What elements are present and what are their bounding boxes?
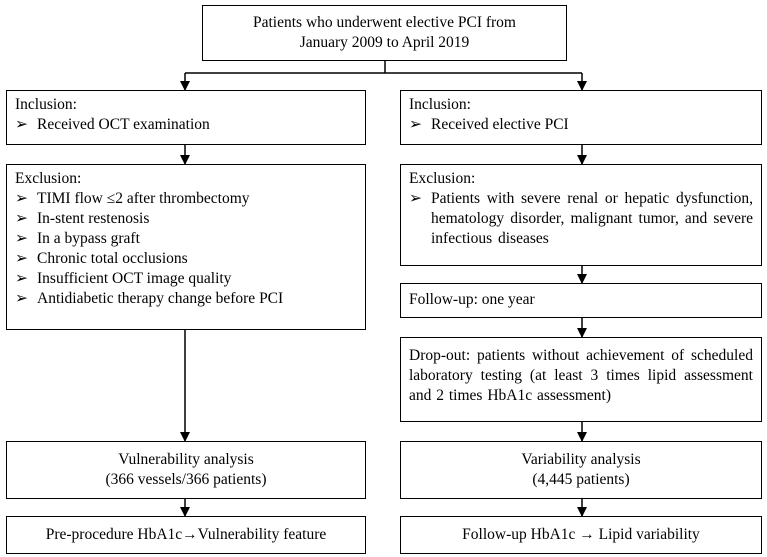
right-followup-box: Follow-up: one year [400,283,762,318]
left-exclusion-item-text: TIMI flow ≤2 after thrombectomy [37,190,250,207]
top-line-1: Patients who underwent elective PCI from [252,14,516,31]
left-exclusion-item-text: Insufficient OCT image quality [37,270,232,287]
left-outcome-text: Pre-procedure HbA1c→Vulnerability featur… [45,526,327,543]
right-analysis-line-1: Variability analysis [521,451,641,468]
bullet-arrow-icon: ➢ [15,230,28,247]
bullet-arrow-icon: ➢ [15,290,28,307]
bullet-arrow-icon: ➢ [409,116,422,133]
left-exclusion-item-text: Antidiabetic therapy change before PCI [37,290,284,307]
right-inclusion-title: Inclusion: [409,96,471,113]
left-exclusion-item-text: Chronic total occlusions [37,250,188,267]
bullet-arrow-icon: ➢ [15,116,28,133]
left-inclusion-title: Inclusion: [15,96,77,113]
right-analysis-box: Variability analysis (4,445 patients) [400,441,762,499]
right-dropout-box: Drop-out: patients without achievement o… [400,337,762,422]
right-analysis-line-2: (4,445 patients) [532,471,630,488]
right-exclusion-box: Exclusion: ➢ Patients with severe renal … [400,164,762,266]
left-analysis-line-2: (366 vessels/366 patients) [105,471,267,488]
left-analysis-line-1: Vulnerability analysis [118,451,254,468]
right-followup-text: Follow-up: one year [409,291,535,308]
right-outcome-text: Follow-up HbA1c → Lipid variability [462,526,700,543]
bullet-arrow-icon: ➢ [15,250,28,267]
bullet-arrow-icon: ➢ [409,190,422,207]
bullet-arrow-icon: ➢ [15,190,28,207]
left-exclusion-box: Exclusion: ➢ TIMI flow ≤2 after thrombec… [6,164,366,330]
left-exclusion-item: ➢ Chronic total occlusions [15,249,357,269]
left-inclusion-item: ➢ Received OCT examination [15,115,357,135]
left-outcome-box: Pre-procedure HbA1c→Vulnerability featur… [6,516,366,554]
left-inclusion-item-text: Received OCT examination [37,116,210,133]
left-exclusion-item: ➢ In a bypass graft [15,229,357,249]
right-exclusion-title: Exclusion: [409,170,476,187]
left-exclusion-item: ➢ TIMI flow ≤2 after thrombectomy [15,189,357,209]
right-inclusion-item-text: Received elective PCI [431,116,569,133]
right-inclusion-box: Inclusion: ➢ Received elective PCI [400,90,762,145]
left-exclusion-title: Exclusion: [15,170,82,187]
top-line-2: January 2009 to April 2019 [299,34,470,51]
bullet-arrow-icon: ➢ [15,210,28,227]
left-analysis-box: Vulnerability analysis (366 vessels/366 … [6,441,366,499]
left-exclusion-item-text: In a bypass graft [37,230,140,247]
left-exclusion-item-text: In-stent restenosis [37,210,150,227]
bullet-arrow-icon: ➢ [15,270,28,287]
left-exclusion-item: ➢ In-stent restenosis [15,209,357,229]
right-exclusion-item-text: Patients with severe renal or hepatic dy… [431,190,753,247]
top-population-box: Patients who underwent elective PCI from… [202,5,567,61]
right-exclusion-item: ➢ Patients with severe renal or hepatic … [409,189,753,249]
right-dropout-text: Drop-out: patients without achievement o… [409,347,753,404]
left-exclusion-item: ➢ Antidiabetic therapy change before PCI [15,289,357,309]
left-exclusion-item: ➢ Insufficient OCT image quality [15,269,357,289]
right-outcome-box: Follow-up HbA1c → Lipid variability [400,516,762,554]
left-inclusion-box: Inclusion: ➢ Received OCT examination [6,90,366,145]
right-inclusion-item: ➢ Received elective PCI [409,115,753,135]
